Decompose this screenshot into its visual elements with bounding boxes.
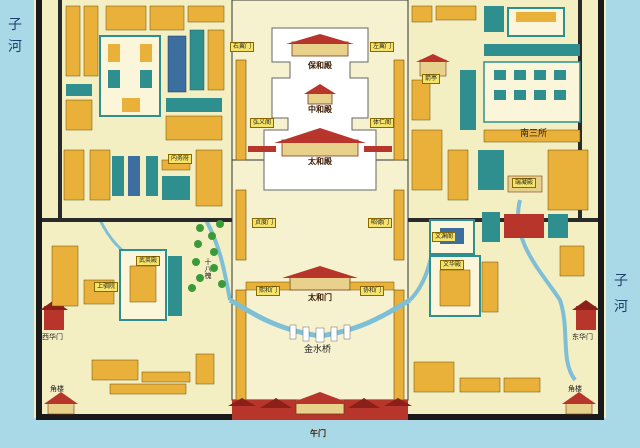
east-corridor-south (393, 189, 405, 261)
tiren-pavilion-label: 体仁阁 (370, 118, 395, 128)
taihemen-body (289, 275, 351, 291)
west-wing-north-wall (42, 218, 232, 222)
donghuamen-gate (572, 300, 600, 330)
corner-tower-se-label: 角楼 (568, 385, 582, 393)
baohe-hall-label: 保和殿 (308, 61, 332, 70)
zuoyi-gate-label: 左翼门 (370, 42, 395, 52)
west-corridor (235, 59, 247, 161)
donghuamen-label: 东华门 (572, 333, 593, 341)
baohe-hall-body (291, 41, 349, 57)
east-wall (598, 0, 604, 420)
youyi-gate-label: 右翼门 (230, 42, 255, 52)
shangsiyuan-label: 上驷院 (94, 282, 119, 292)
west-wall (36, 0, 42, 420)
wumen-roof (288, 392, 352, 404)
corner-tower-sw-label: 角楼 (50, 385, 64, 393)
jinshui-bridges (289, 324, 351, 343)
nansansuo-label: 南三所 (520, 129, 548, 139)
wumen-far-west-pavilion (228, 398, 256, 406)
corner-tower-se (562, 392, 596, 415)
west-inner-wall (58, 0, 62, 218)
zhaide-gate-label: 昭德门 (368, 218, 393, 228)
corner-tower-sw (44, 392, 78, 415)
taihe-east-wing-roof (364, 146, 392, 152)
jinshui-river-west (204, 219, 232, 301)
moat-label-east-2: 河 (614, 299, 628, 315)
wuying-hall-label: 武英殿 (136, 256, 161, 266)
jinshuiqiao-label: 金水桥 (304, 345, 332, 355)
zhonghe-hall-label: 中和殿 (308, 105, 332, 114)
zhendu-gate-label: 贞度门 (252, 218, 277, 228)
hongyi-pavilion-label: 弘义阁 (250, 118, 275, 128)
taihe-hall-label: 太和殿 (308, 157, 332, 166)
west-corridor-south (235, 189, 247, 261)
taihemen-label: 太和门 (308, 293, 332, 302)
moat-label-east-1: 子 (614, 273, 628, 289)
eighteen-locust-label: 十八槐 (204, 258, 212, 279)
wumen-far-east-pavilion (384, 398, 412, 406)
wenhua-hall-label: 文华殿 (440, 260, 465, 270)
taihe-roof (274, 128, 366, 143)
wenyuange-label: 文渊阁 (432, 232, 457, 242)
taihemen-roof (282, 266, 358, 278)
baohe-roof (286, 34, 354, 44)
moat-label-west-1: 子 (8, 17, 22, 33)
zhonghe-roof (304, 84, 336, 94)
duanning-label: 端凝殿 (512, 178, 537, 188)
jianting-label: 箭亭 (422, 74, 441, 84)
west-buildings (51, 5, 225, 395)
wumen-label: 午门 (310, 429, 326, 438)
wumen-east-pavilion (348, 398, 380, 408)
east-corridor (393, 59, 405, 161)
taihe-west-wing-roof (248, 146, 276, 152)
west-moat (0, 0, 34, 448)
east-moat (606, 0, 640, 448)
xiehe-gate-label: 协和门 (360, 286, 385, 296)
tree-grove (188, 220, 226, 292)
xihe-gate-label: 熙和门 (256, 286, 281, 296)
xihuamen-label: 西华门 (42, 333, 63, 341)
wumen-west-pavilion (260, 398, 292, 408)
east-wing-north-wall (408, 218, 598, 222)
south-moat (0, 418, 640, 448)
moat-label-west-2: 河 (8, 39, 22, 55)
neiwufu-label: 内务府 (168, 154, 193, 164)
